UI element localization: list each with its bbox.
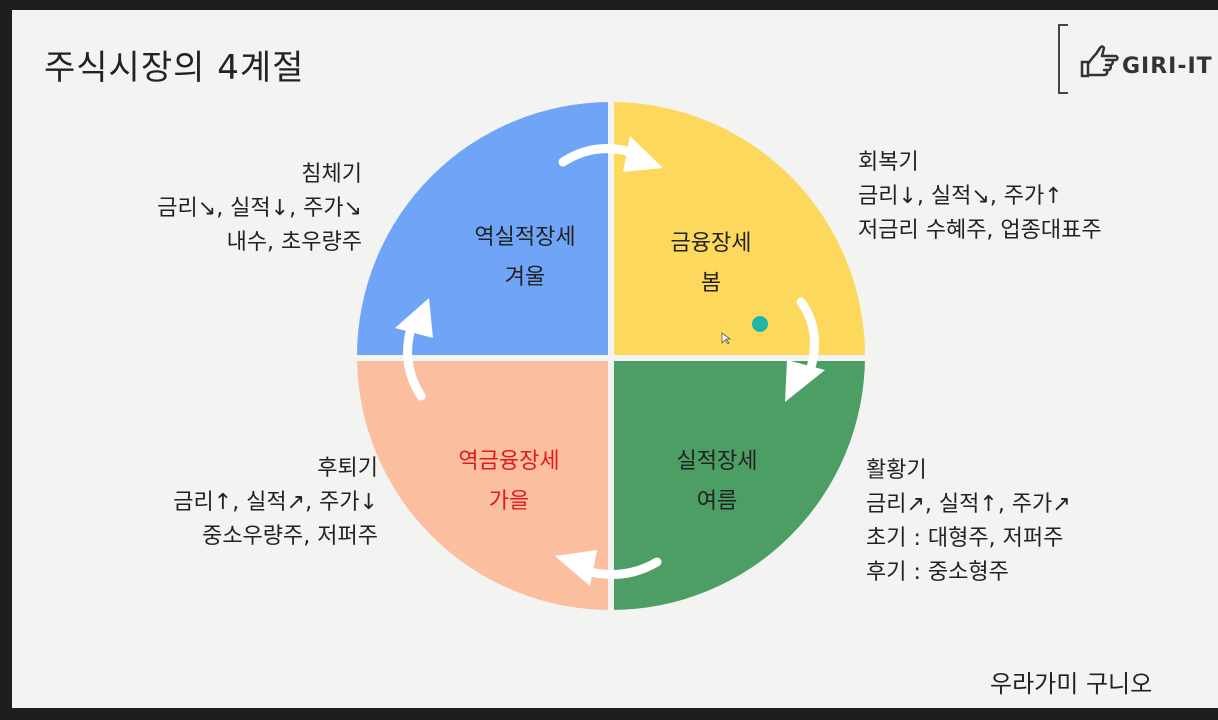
seasons-diagram: 역실적장세 겨울 금융장세 봄 역금융장세 가을 실적장세 여름 bbox=[347, 92, 875, 620]
logo-text: GIRI-IT bbox=[1122, 54, 1213, 79]
winter-season: 겨울 bbox=[504, 265, 546, 290]
recovery-name: 회복기 bbox=[858, 150, 919, 175]
cycle-arrow-right bbox=[796, 297, 819, 379]
boom-early-stocks: 초기 : 대형주, 저퍼주 bbox=[866, 526, 1064, 551]
recession-name: 후퇴기 bbox=[317, 456, 378, 481]
summer-label: 실적장세 여름 bbox=[617, 442, 817, 522]
spring-quadrant bbox=[611, 102, 865, 356]
autumn-quadrant bbox=[357, 356, 611, 610]
recession-phase: 후퇴기 금리↑, 실적↗, 주가↓ 중소우량주, 저퍼주 bbox=[173, 452, 378, 554]
boom-phase: 활황기 금리↗, 실적↑, 주가↗ 초기 : 대형주, 저퍼주 후기 : 중소형… bbox=[866, 454, 1071, 590]
stagnation-indicators: 금리↘, 실적↓, 주가↘ bbox=[157, 196, 362, 221]
summer-market-type: 실적장세 bbox=[676, 449, 758, 474]
winter-label: 역실적장세 겨울 bbox=[425, 218, 625, 298]
recovery-phase: 회복기 금리↓, 실적↘, 주가↑ 저금리 수혜주, 업종대표주 bbox=[858, 146, 1102, 248]
autumn-season: 가을 bbox=[488, 489, 530, 514]
summer-season: 여름 bbox=[696, 489, 738, 514]
pointing-hand-icon bbox=[1080, 45, 1119, 78]
logo-bracket bbox=[1058, 24, 1068, 94]
pointer-marker bbox=[752, 316, 768, 332]
arrowhead-right bbox=[785, 360, 825, 402]
stagnation-stocks: 내수, 초우량주 bbox=[226, 230, 362, 255]
arrowhead-left bbox=[395, 298, 433, 338]
summer-quadrant bbox=[611, 356, 865, 610]
spring-label: 금융장세 봄 bbox=[611, 224, 811, 304]
arrowhead-bottom bbox=[555, 550, 597, 586]
recovery-indicators: 금리↓, 실적↘, 주가↑ bbox=[858, 184, 1063, 209]
slide-title: 주식시장의 4계절 bbox=[44, 48, 305, 88]
arrowhead-top bbox=[623, 136, 663, 172]
boom-name: 활황기 bbox=[866, 458, 927, 483]
stagnation-phase: 침체기 금리↘, 실적↓, 주가↘ 내수, 초우량주 bbox=[157, 158, 362, 260]
brand-logo: GIRI-IT bbox=[1058, 24, 1218, 94]
winter-quadrant bbox=[357, 102, 611, 356]
autumn-label: 역금융장세 가을 bbox=[409, 442, 609, 522]
recession-indicators: 금리↑, 실적↗, 주가↓ bbox=[173, 490, 378, 515]
source-credit: 우라가미 구니오 bbox=[990, 670, 1153, 698]
recession-stocks: 중소우량주, 저퍼주 bbox=[202, 524, 378, 549]
winter-market-type: 역실적장세 bbox=[474, 225, 576, 250]
boom-indicators: 금리↗, 실적↑, 주가↗ bbox=[866, 492, 1071, 517]
spring-market-type: 금융장세 bbox=[670, 231, 752, 256]
autumn-market-type: 역금융장세 bbox=[458, 449, 560, 474]
stagnation-name: 침체기 bbox=[301, 162, 362, 187]
boom-late-stocks: 후기 : 중소형주 bbox=[866, 560, 1009, 585]
cursor-icon bbox=[721, 332, 732, 345]
screen-edge bbox=[0, 0, 12, 720]
spring-season: 봄 bbox=[700, 271, 722, 296]
recovery-stocks: 저금리 수혜주, 업종대표주 bbox=[858, 218, 1102, 243]
seasons-circle bbox=[353, 98, 869, 614]
